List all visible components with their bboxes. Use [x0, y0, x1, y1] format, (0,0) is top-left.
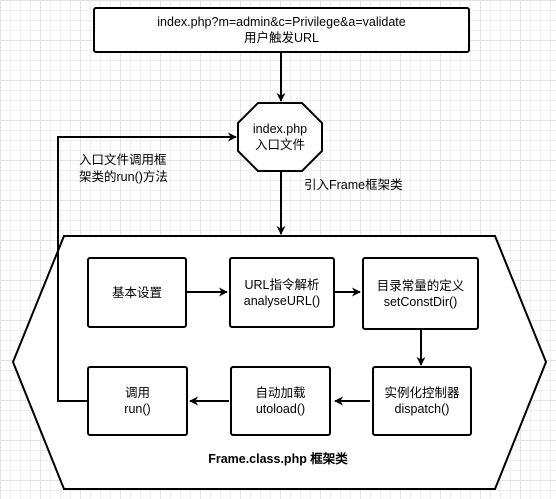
url-request-box: index.php?m=admin&c=Privilege&a=validate… [93, 7, 470, 53]
call-run-label: 入口文件调用框 架类的run()方法 [79, 153, 168, 184]
step-dispatch: 实例化控制器 dispatch() [372, 366, 472, 436]
step-analyse-url: URL指令解析 analyseURL() [229, 257, 335, 328]
url-request-text: index.php?m=admin&c=Privilege&a=validate [157, 15, 406, 29]
url-trigger-text: 用户触发URL [243, 31, 319, 45]
step-run: 调用 run() [87, 366, 188, 436]
entry-label: index.php 入口文件 [238, 121, 322, 153]
load-frame-label: 引入Frame框架类 [304, 178, 403, 192]
step-basic-settings: 基本设置 [87, 257, 187, 328]
entry-file-desc: 入口文件 [254, 138, 305, 152]
step-autoload: 自动加载 utoload() [230, 366, 331, 436]
frame-class-label: Frame.class.php 框架类 [208, 452, 348, 466]
entry-file-name: index.php [252, 122, 308, 136]
step-set-const-dir: 目录常量的定义 setConstDir() [362, 257, 479, 330]
arrow-run-to-entry [57, 132, 237, 402]
entry-octagon [237, 102, 323, 172]
